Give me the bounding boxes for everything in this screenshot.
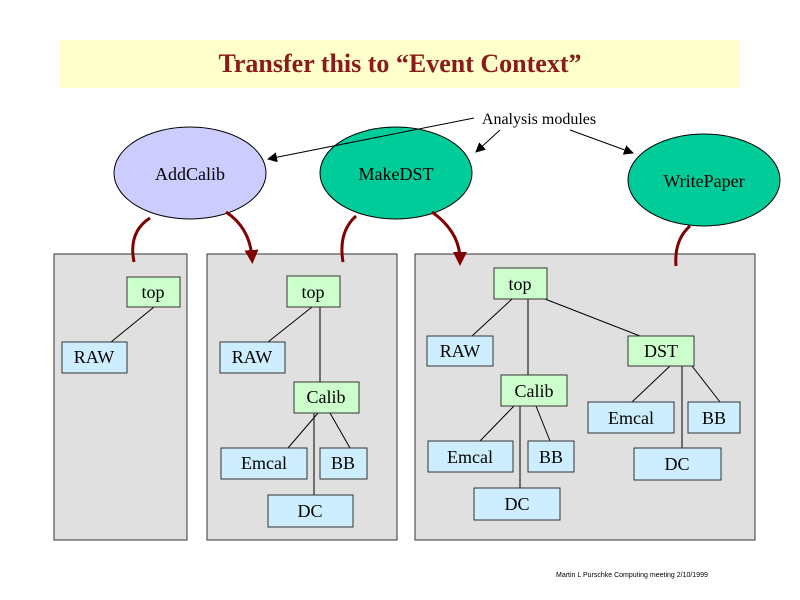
footer-credit: Martin L Purschke Computing meeting 2/10… xyxy=(556,572,708,579)
addcalib-write-arrow xyxy=(225,210,259,264)
panel1-raw-label: RAW xyxy=(74,347,115,367)
panel3-dst-label: DST xyxy=(644,341,678,361)
panel3-emcal-node xyxy=(427,440,514,473)
makedst-label: MakeDST xyxy=(359,164,434,184)
makedst-module xyxy=(319,126,473,220)
panel3-edge-top-dst xyxy=(544,298,641,337)
panel3-edge-calib-bb xyxy=(535,405,551,442)
panel3-edge-dst-emcal xyxy=(631,365,671,403)
writepaper-label: WritePaper xyxy=(663,171,744,191)
panel3-raw-node xyxy=(426,335,494,367)
panel1-edge xyxy=(110,306,155,343)
panel3-edge-dst-bb xyxy=(691,365,721,403)
panel3-emcal-label: Emcal xyxy=(447,447,493,467)
panel3-dst-dc-label: DC xyxy=(664,454,689,474)
panel3-dst-dc-node xyxy=(633,447,722,481)
panel3-edge-calib-emcal xyxy=(479,405,515,442)
addcalib-module xyxy=(113,126,267,220)
panel2-raw-label: RAW xyxy=(232,347,273,367)
panel3-dst-emcal-node xyxy=(587,401,675,434)
annotation-arrow-addcalib xyxy=(267,117,475,163)
panel1-raw-node xyxy=(61,341,128,374)
panel3-calib-label: Calib xyxy=(515,381,554,401)
panel3-dst-emcal-label: Emcal xyxy=(608,408,654,428)
panel2-bb-node xyxy=(319,447,368,480)
panel2-dc-label: DC xyxy=(297,501,322,521)
panel3-dst-bb-node xyxy=(687,401,741,434)
panel3-dc-label: DC xyxy=(504,494,529,514)
slide-title: Transfer this to “Event Context” xyxy=(218,49,582,78)
panel2-dc-node xyxy=(267,494,354,528)
panel-3 xyxy=(414,253,756,541)
addcalib-label: AddCalib xyxy=(155,164,225,184)
panel2-top-node xyxy=(286,275,341,308)
panel2-top-label: top xyxy=(301,282,324,302)
panel2-bb-label: BB xyxy=(331,453,355,473)
analysis-modules-label: Analysis modules xyxy=(482,111,596,128)
panel3-bb-label: BB xyxy=(539,447,563,467)
panel3-calib-node xyxy=(500,374,568,407)
panel2-calib-node xyxy=(293,381,360,414)
panel2-edge-calib-emcal xyxy=(287,412,319,449)
makedst-write-arrow xyxy=(431,210,467,266)
writepaper-module xyxy=(627,133,781,227)
writepaper-read-arrow xyxy=(674,224,692,267)
panel3-bb-node xyxy=(527,440,575,473)
panel3-dst-bb-label: BB xyxy=(702,408,726,428)
panel3-dst-node xyxy=(627,335,695,367)
makedst-read-arrow xyxy=(340,214,358,263)
panel2-emcal-node xyxy=(220,447,308,480)
panel3-top-node xyxy=(493,267,548,300)
annotation-arrow-writepaper xyxy=(569,129,634,155)
panel2-emcal-label: Emcal xyxy=(241,453,287,473)
panel3-top-label: top xyxy=(508,274,531,294)
panel2-edge-top-raw xyxy=(267,306,313,343)
panel2-raw-node xyxy=(219,341,286,374)
panel3-dc-node xyxy=(473,487,561,521)
addcalib-read-arrow xyxy=(131,216,151,263)
panel3-raw-label: RAW xyxy=(440,341,481,361)
title-band: Transfer this to “Event Context” xyxy=(60,40,740,88)
annotation-arrow-makedst xyxy=(475,129,501,153)
panel2-edge-calib-bb xyxy=(329,412,351,449)
panel1-top-node xyxy=(126,276,181,308)
panel3-edge-top-raw xyxy=(471,298,513,337)
panel2-calib-label: Calib xyxy=(307,387,346,407)
panel1-top-label: top xyxy=(141,282,164,302)
